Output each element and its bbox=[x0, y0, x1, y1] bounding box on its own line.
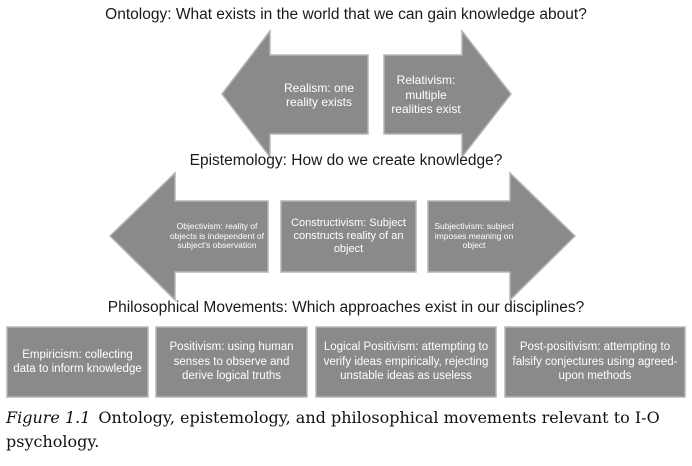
movements-heading: Philosophical Movements: Which approache… bbox=[107, 299, 585, 316]
constructivism-label: Constructivism: Subject constructs reali… bbox=[291, 216, 406, 256]
objectivism-label: Objectivism: reality of objects is indep… bbox=[169, 220, 265, 251]
objectivism-arrow bbox=[108, 171, 269, 302]
realism-label: Realism: one reality exists bbox=[283, 80, 355, 109]
epistemology-heading: Epistemology: How do we create knowledge… bbox=[189, 152, 503, 169]
subjectivism-label: Subjectivism: subject imposes meaning on… bbox=[434, 220, 514, 251]
realism-arrow bbox=[221, 28, 369, 160]
logical-positivism-box bbox=[315, 326, 497, 398]
logical-positivism-label: Logical Positivism: attempting to verify… bbox=[323, 341, 489, 383]
empiricism-label: Empiricism: collecting data to inform kn… bbox=[13, 348, 142, 375]
positivism-label: Positivism: using human senses to observ… bbox=[169, 341, 294, 383]
figure-label: Figure 1.1 bbox=[6, 408, 91, 427]
empiricism-box bbox=[6, 326, 149, 398]
post-positivism-label: Post-positivism: attempting to falsify c… bbox=[512, 341, 678, 383]
relativism-arrow bbox=[383, 28, 512, 160]
figure-caption-text: Ontology, epistemology, and philosophica… bbox=[6, 408, 660, 451]
diagram-canvas bbox=[6, 28, 686, 398]
positivism-box bbox=[155, 326, 308, 398]
relativism-label: Relativism: multiple realities exist bbox=[391, 73, 461, 117]
subjectivism-arrow bbox=[427, 171, 577, 302]
ontology-heading: Ontology: What exists in the world that … bbox=[105, 6, 587, 23]
post-positivism-box bbox=[504, 326, 686, 398]
constructivism-box bbox=[280, 200, 417, 273]
